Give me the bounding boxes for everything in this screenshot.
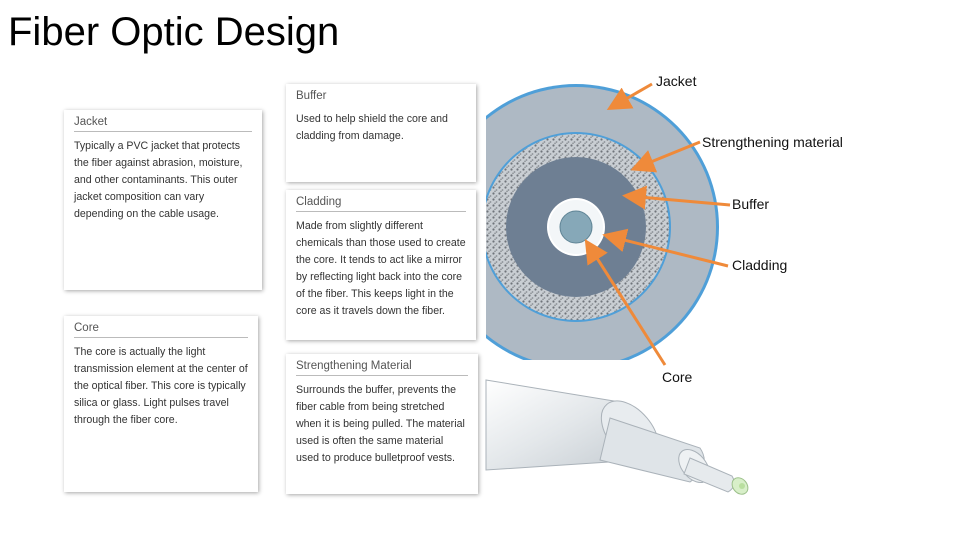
buffer-card-text: Used to help shield the core and claddin… xyxy=(296,113,448,142)
strengthening-arrow xyxy=(630,140,701,173)
strengthening-card: Strengthening Material Surrounds the buf… xyxy=(286,354,478,494)
core-circle xyxy=(559,210,593,244)
cable-side-view xyxy=(485,379,749,495)
buffer-card: Buffer Used to help shield the core and … xyxy=(286,84,476,182)
cladding-card: Cladding Made from slightly different ch… xyxy=(286,190,476,340)
core-card-heading: Core xyxy=(74,322,248,338)
strengthening-card-text: Surrounds the buffer, prevents the fiber… xyxy=(296,384,465,464)
jacket-label: Jacket xyxy=(656,73,697,89)
jacket-arrow xyxy=(606,82,653,110)
core-label: Core xyxy=(662,369,693,385)
buffer-label: Buffer xyxy=(732,196,769,212)
cladding-card-heading: Cladding xyxy=(296,196,466,212)
cladding-arrow xyxy=(602,228,729,268)
jacket-card-text: Typically a PVC jacket that protects the… xyxy=(74,140,243,220)
strengthening-label: Strengthening material xyxy=(702,134,843,150)
core-arrow xyxy=(584,238,667,366)
jacket-card-heading: Jacket xyxy=(74,116,252,132)
core-card: Core The core is actually the light tran… xyxy=(64,316,258,492)
buffer-arrow xyxy=(622,185,731,210)
slide-title: Fiber Optic Design xyxy=(8,10,340,54)
strengthening-card-heading: Strengthening Material xyxy=(296,360,468,376)
core-card-text: The core is actually the light transmiss… xyxy=(74,346,248,426)
cross-section xyxy=(486,84,719,360)
cladding-label: Cladding xyxy=(732,257,787,273)
buffer-card-heading: Buffer xyxy=(296,90,327,102)
jacket-card: Jacket Typically a PVC jacket that prote… xyxy=(64,110,262,290)
cladding-card-text: Made from slightly different chemicals t… xyxy=(296,220,466,317)
label-arrows xyxy=(584,82,731,366)
